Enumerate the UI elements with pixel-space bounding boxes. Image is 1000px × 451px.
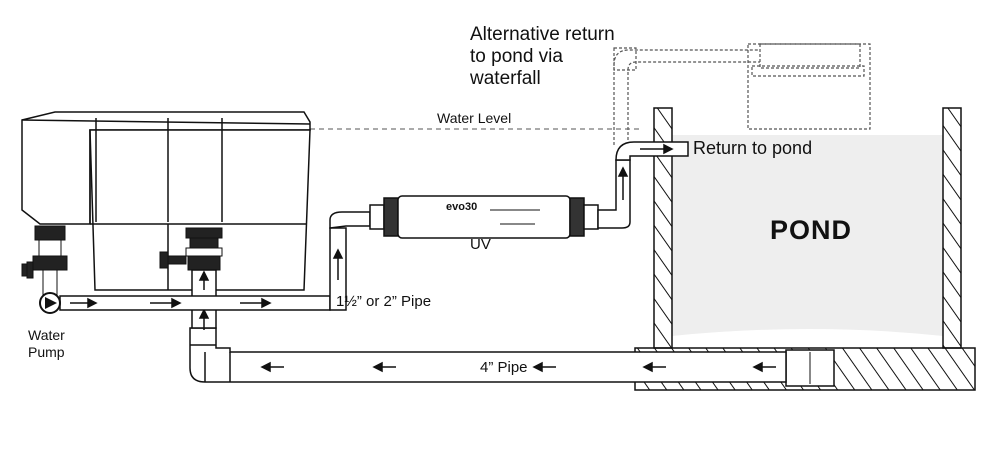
alternative-return-pipe	[613, 47, 760, 145]
return-flow-arrows	[617, 143, 674, 200]
water-level-label: Water Level	[437, 110, 512, 126]
uv-brand-label: evo30	[446, 201, 478, 213]
pond-wall-right	[942, 107, 962, 349]
large-pipe-flow-arrows	[260, 361, 776, 373]
return-to-pond-label: Return to pond	[693, 138, 813, 158]
pond-label: POND	[770, 215, 853, 245]
center-valve	[159, 227, 223, 271]
large-pipe-label: 4” Pipe	[480, 359, 528, 376]
water-pump-label: Water Pump	[28, 327, 65, 360]
small-pipe-flow-arrows	[70, 248, 344, 309]
waterfall-box	[747, 43, 871, 130]
uv-unit	[369, 195, 599, 239]
center-flow-arrows	[198, 270, 210, 330]
water-pump-icon	[39, 292, 61, 314]
small-pipe-label: 1½” or 2” Pipe	[336, 293, 432, 310]
filter-box	[21, 111, 311, 291]
left-valve	[21, 225, 68, 299]
return-pipe	[597, 141, 689, 229]
alternative-return-label: Alternative return to pond via waterfall	[470, 24, 615, 89]
pond-water	[672, 135, 943, 336]
large-pipe	[189, 327, 787, 383]
uv-label: UV	[470, 236, 491, 253]
